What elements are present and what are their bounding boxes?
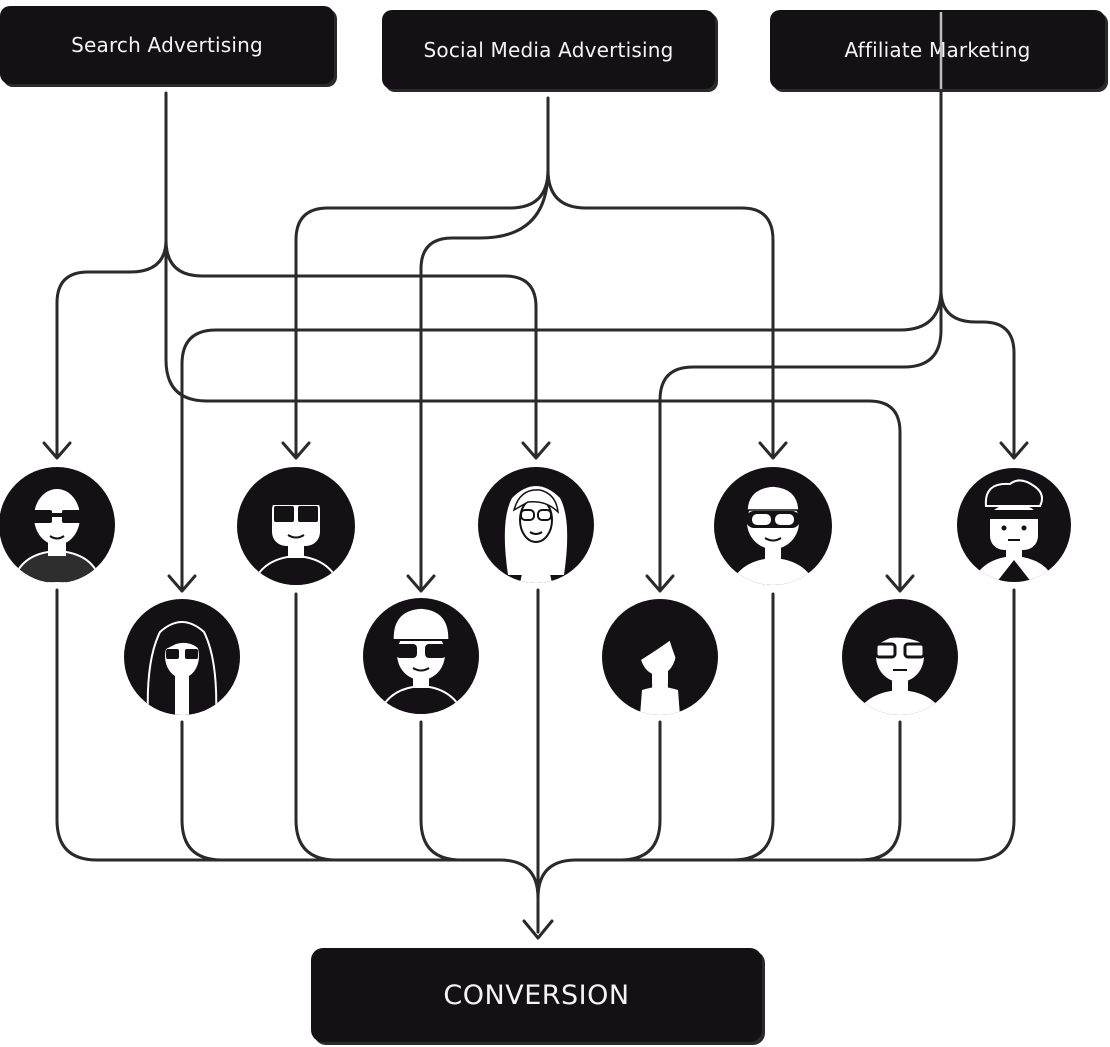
social-media-advertising-box: Social Media Advertising <box>382 10 715 89</box>
avatar-1-to-conversion <box>55 588 540 900</box>
affiliate-marketing-box: Affiliate Marketing <box>770 10 1105 89</box>
search-advertising-box: Search Advertising <box>0 6 334 84</box>
avatar-2-to-conversion <box>180 720 224 862</box>
search-to-avatar-1 <box>55 238 168 457</box>
arrow-avatar-6 <box>645 574 675 593</box>
avatar-6 <box>602 599 718 715</box>
arrow-avatar-8 <box>885 574 915 593</box>
social-to-avatar-3 <box>294 168 550 457</box>
avatar-1 <box>0 467 115 583</box>
avatar-9-to-conversion <box>536 588 1016 900</box>
affiliate-to-avatar-9 <box>939 288 1016 457</box>
avatar-8-to-conversion <box>858 720 902 862</box>
person-long-hair-glasses-icon <box>146 621 218 715</box>
arrow-avatar-3 <box>281 441 311 460</box>
social-to-avatar-4 <box>419 168 550 590</box>
arrow-avatar-1 <box>42 441 72 460</box>
conversion-box: CONVERSION <box>311 948 762 1042</box>
conversion-label: CONVERSION <box>443 979 630 1011</box>
affiliate-to-avatar-6 <box>658 288 943 590</box>
person-blonde-glasses-icon <box>504 486 568 583</box>
avatar-2 <box>124 599 240 715</box>
avatar-3-to-conversion <box>294 592 338 862</box>
person-bob-hair-icon <box>635 617 687 715</box>
social-to-avatar-7 <box>546 168 775 457</box>
affiliate-marketing-label: Affiliate Marketing <box>844 37 1031 62</box>
avatar-4 <box>363 598 479 714</box>
avatar-7 <box>714 467 832 585</box>
arrow-avatar-7 <box>758 441 788 460</box>
person-square-glasses-icon <box>250 488 342 585</box>
avatar-3 <box>237 467 355 585</box>
search-to-avatar-8 <box>164 238 902 590</box>
person-goggles-icon <box>730 485 816 585</box>
avatar-6-to-conversion <box>618 720 662 862</box>
person-sunglasses-icon <box>376 607 466 714</box>
arrow-conversion <box>522 919 554 940</box>
arrow-avatar-5 <box>521 441 551 460</box>
social-media-advertising-label: Social Media Advertising <box>423 37 674 62</box>
avatar-8 <box>842 599 958 715</box>
avatar-9 <box>957 468 1071 582</box>
person-glasses-icon <box>856 618 944 715</box>
arrow-avatar-4 <box>406 574 436 593</box>
avatar-5 <box>478 467 594 583</box>
arrow-avatar-9 <box>999 441 1029 460</box>
arrow-avatar-2 <box>167 574 197 593</box>
avatar-4-to-conversion <box>419 720 463 862</box>
avatar-7-to-conversion <box>731 592 775 862</box>
search-advertising-label: Search Advertising <box>71 33 263 57</box>
person-headband-icon <box>972 479 1056 582</box>
search-to-avatar-5 <box>164 238 538 457</box>
affiliate-to-avatar-2 <box>180 288 943 590</box>
